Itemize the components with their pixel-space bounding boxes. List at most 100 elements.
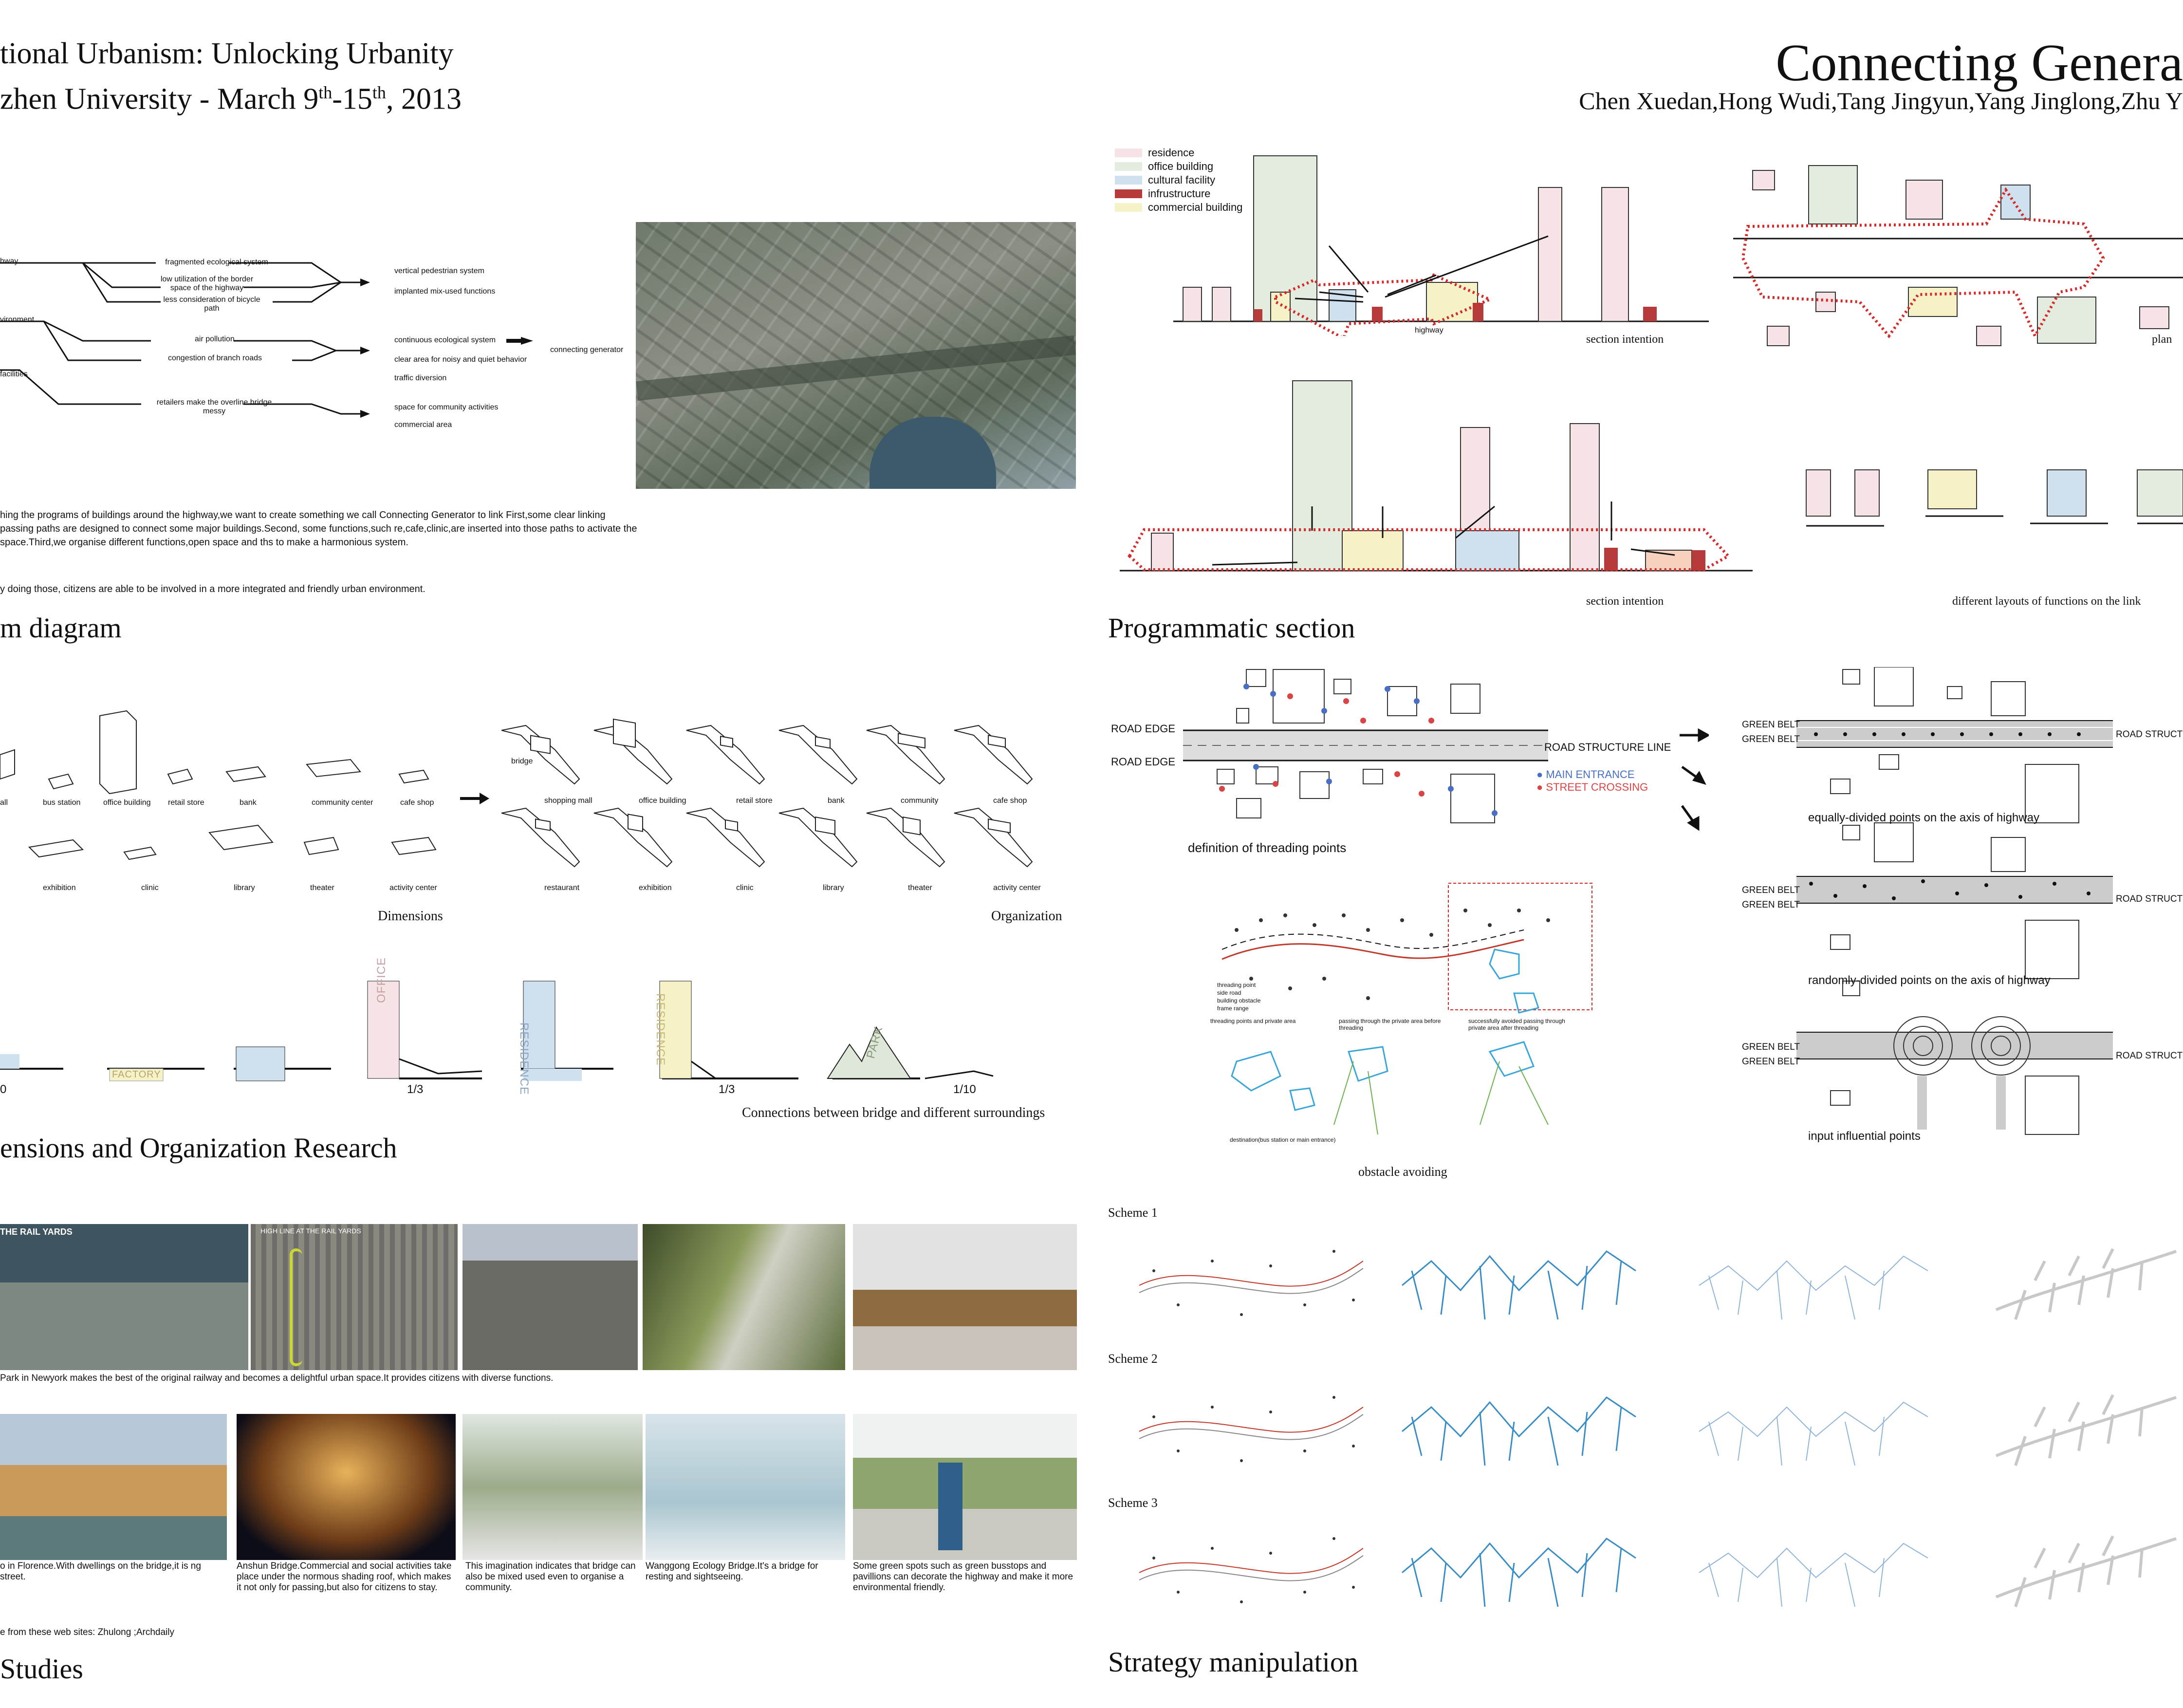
connection-office-label: OFFICE (375, 957, 388, 1003)
problem-mid-5: congestion of branch roads (168, 354, 262, 362)
block-label-library: library (234, 884, 255, 892)
lake-shape (870, 417, 996, 489)
strategy-schemes (1129, 1248, 2183, 1651)
section-intention-2 (1120, 380, 1753, 572)
poster-authors: Chen Xuedan,Hong Wudi,Tang Jingyun,Yang … (1579, 87, 2183, 114)
organization-bridges (501, 718, 1033, 868)
block-label-activity: activity center (389, 884, 437, 892)
program-plan (1733, 165, 2183, 346)
event-line-2: zhen University - March 9th-15th, 2013 (0, 82, 462, 116)
block-label-bank: bank (240, 798, 257, 807)
org-label-office-building: office building (639, 797, 686, 805)
obstacle-legend-4: frame range (1217, 1005, 1249, 1012)
obstacle-legend-3: building obstacle (1217, 997, 1261, 1004)
aerial-photo (636, 222, 1076, 489)
busstop-sign (938, 1463, 962, 1550)
green-busstop-photo (853, 1414, 1077, 1560)
ratio-0: 0 (0, 1083, 7, 1096)
problem-left-1: hway (0, 257, 18, 265)
ratio-2: 1/3 (719, 1083, 735, 1096)
ratio-3: 1/10 (953, 1083, 976, 1096)
bridge-label: bridge (511, 757, 533, 765)
case-source: e from these web sites: Zhulong ;Archdai… (0, 1627, 175, 1637)
org-label-activity-center: activity center (993, 884, 1041, 892)
legend-swatch (1115, 149, 1142, 157)
highway-strip (636, 335, 1076, 401)
connection-residence-label-2: RESIDENCE (654, 993, 667, 1066)
highline-photo-walk (643, 1224, 845, 1370)
rail-yards-label-2: HIGH LINE AT THE RAIL YARDS (260, 1227, 361, 1235)
scheme-1-label: Scheme 1 (1108, 1206, 1158, 1220)
block-label-exhibition: exhibition (43, 884, 76, 892)
strategy-title: Strategy manipulation (1108, 1646, 1358, 1678)
org-label-cafe-shop: cafe shop (993, 797, 1027, 805)
random-caption: randomly-divided points on the axis of h… (1808, 974, 2051, 987)
street-crossing-legend: ● STREET CROSSING (1536, 781, 1648, 793)
problem-mid-4: air pollution (195, 335, 235, 343)
problem-right-6: space for community activities (394, 403, 499, 411)
event-header: tional Urbanism: Unlocking Urbanity zhen… (0, 34, 462, 119)
dimensions-caption: Dimensions (378, 909, 443, 924)
legend-infra: infrustructure (1115, 187, 1242, 201)
green-belt-2b: GREEN BELT (1742, 900, 1800, 910)
equal-caption: equally-divided points on the axis of hi… (1808, 811, 2039, 824)
org-label-restaurant: restaurant (544, 884, 580, 892)
org-label-retail-store: retail store (736, 797, 773, 805)
org-label-clinic: clinic (736, 884, 754, 892)
input-caption: input influential points (1808, 1130, 1921, 1143)
problem-right-5: traffic diversion (394, 374, 447, 382)
block-label-retail: retail store (168, 798, 204, 807)
problem-left-3: facilities (0, 370, 28, 378)
ratio-1: 1/3 (407, 1083, 424, 1096)
legend-residence: residence (1115, 146, 1242, 160)
road-struct-1: ROAD STRUCT (2116, 729, 2183, 740)
obstacle-sub-2: passing through the private area before … (1339, 1018, 1441, 1031)
case-caption-florence: o in Florence.With dwellings on the brid… (0, 1561, 201, 1582)
rail-yards-photo-2: HIGH LINE AT THE RAIL YARDS (251, 1224, 458, 1370)
highline-photo-deck (853, 1224, 1077, 1370)
road-struct-2: ROAD STRUCT (2116, 894, 2183, 904)
org-label-exhibition: exhibition (639, 884, 672, 892)
legend-swatch (1115, 203, 1142, 212)
section-intention-1 (1173, 155, 1709, 336)
case-caption-anshun: Anshun Bridge.Commercial and social acti… (237, 1561, 452, 1593)
threading-arrows (1680, 728, 1709, 831)
problem-right-1: vertical pedestrian system (394, 267, 484, 275)
legend-swatch (1115, 162, 1142, 171)
threading-definition (1183, 669, 1548, 823)
block-label-office: office building (103, 798, 151, 807)
anshun-bridge-photo (237, 1414, 456, 1560)
problem-mid-1: fragmented ecological system (165, 258, 268, 266)
highway-label: highway (1415, 326, 1443, 334)
rail-yards-photo-1: THE RAIL YARDS (0, 1224, 248, 1370)
green-belt-3b: GREEN BELT (1742, 1057, 1800, 1067)
scheme-3-label: Scheme 3 (1108, 1496, 1158, 1510)
connection-caption: Connections between bridge and different… (742, 1105, 1045, 1120)
block-label-bus-station: bus station (43, 798, 81, 807)
ponte-vecchio-photo (0, 1414, 227, 1560)
problem-paragraph-2: y doing those, citizens are able to be i… (0, 584, 426, 594)
case-caption-greenspots: Some green spots such as green busstops … (853, 1561, 1073, 1593)
scheme-2-label: Scheme 2 (1108, 1352, 1158, 1366)
road-line-label: ROAD STRUCTURE LINE (1544, 741, 1671, 753)
wanggong-bridge-photo (646, 1414, 845, 1560)
program-legend: residence office building cultural facil… (1115, 146, 1242, 214)
problem-diagram-title: m diagram (0, 612, 122, 644)
legend-swatch (1115, 176, 1142, 185)
green-belt-3a: GREEN BELT (1742, 1042, 1800, 1052)
case-studies-title: Studies (0, 1653, 83, 1685)
connection-factory-label: FACTORY (112, 1069, 161, 1080)
obstacle-legend-2: side road (1217, 989, 1241, 996)
obstacle-avoiding-diagram (1221, 883, 1592, 1135)
block-label-theater: theater (310, 884, 334, 892)
road-edge-label-1: ROAD EDGE (1111, 723, 1176, 735)
highline-caption: Park in Newyork makes the best of the or… (0, 1373, 554, 1383)
problem-flow-diagram (0, 262, 533, 418)
problem-mid-2: low utilization of the border space of t… (160, 275, 254, 292)
dimension-blocks (0, 710, 437, 860)
problem-right-2: implanted mix-used functions (394, 287, 496, 296)
connection-residence-label-1: RESIDENCE (517, 1022, 531, 1095)
legend-swatch (1115, 189, 1142, 198)
dimensions-title: ensions and Organization Research (0, 1132, 397, 1164)
event-line-1: tional Urbanism: Unlocking Urbanity (0, 37, 454, 70)
